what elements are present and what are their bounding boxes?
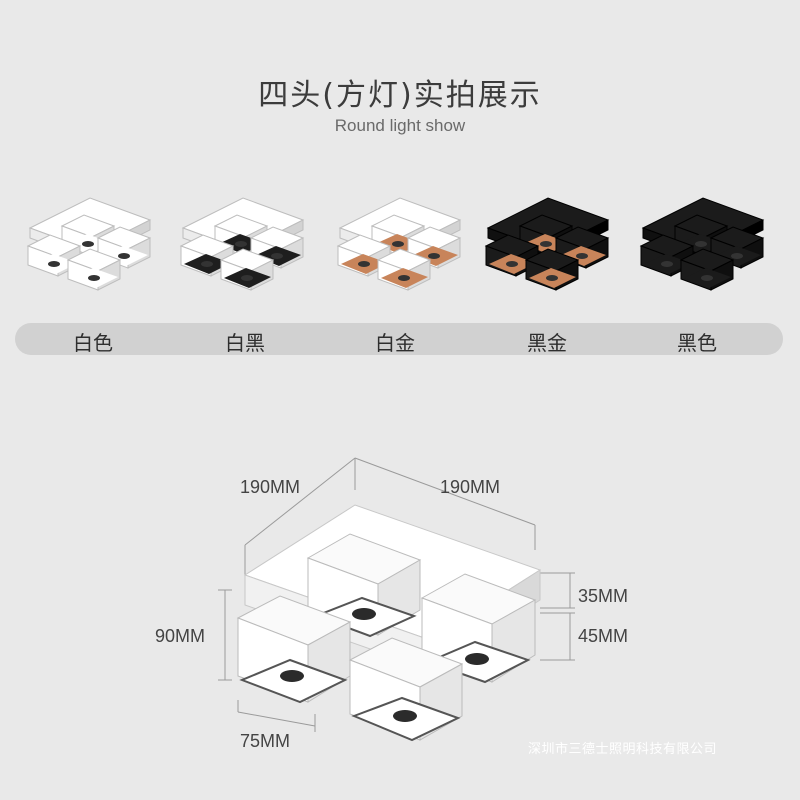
variant-white-gold-image	[330, 188, 470, 298]
lamp-head	[554, 226, 610, 269]
dim-head-width: 75MM	[240, 731, 291, 751]
variant-label-black-gold: 黑金	[527, 331, 567, 355]
variant-label-white-gold: 白金	[375, 331, 415, 355]
variant-white-black-image	[173, 188, 313, 298]
lamp-head	[406, 226, 462, 269]
lamp-head	[219, 248, 275, 291]
variant-label-black: 黑色	[677, 331, 717, 355]
lamp-head	[66, 248, 122, 291]
lamp-head-front	[348, 637, 464, 742]
variant-label-white: 白色	[73, 331, 113, 355]
dim-head-height: 45MM	[578, 626, 629, 646]
dim-width-left: 190MM	[240, 477, 301, 497]
variant-black-gold-image	[478, 188, 618, 298]
dim-width-right: 190MM	[440, 477, 501, 497]
dimension-diagram	[218, 457, 575, 742]
variant-swatch-row	[15, 188, 785, 298]
variant-label-bar: 白色 白黑 白金 黑金 黑色	[15, 323, 783, 355]
dim-height-total: 90MM	[155, 626, 206, 646]
page-subtitle: Round light show	[334, 116, 466, 135]
variant-white-image	[20, 188, 160, 298]
variant-black-image	[633, 188, 773, 298]
page-title: 四头(方灯)实拍展示	[258, 78, 542, 113]
lamp-head-left	[236, 595, 352, 704]
lamp-head	[524, 248, 580, 291]
variant-label-white-black: 白黑	[225, 331, 265, 355]
lamp-head	[376, 248, 432, 291]
dim-base-height: 35MM	[578, 586, 629, 606]
company-name: 深圳市三德士照明科技有限公司	[528, 742, 718, 757]
lamp-head	[679, 248, 735, 291]
